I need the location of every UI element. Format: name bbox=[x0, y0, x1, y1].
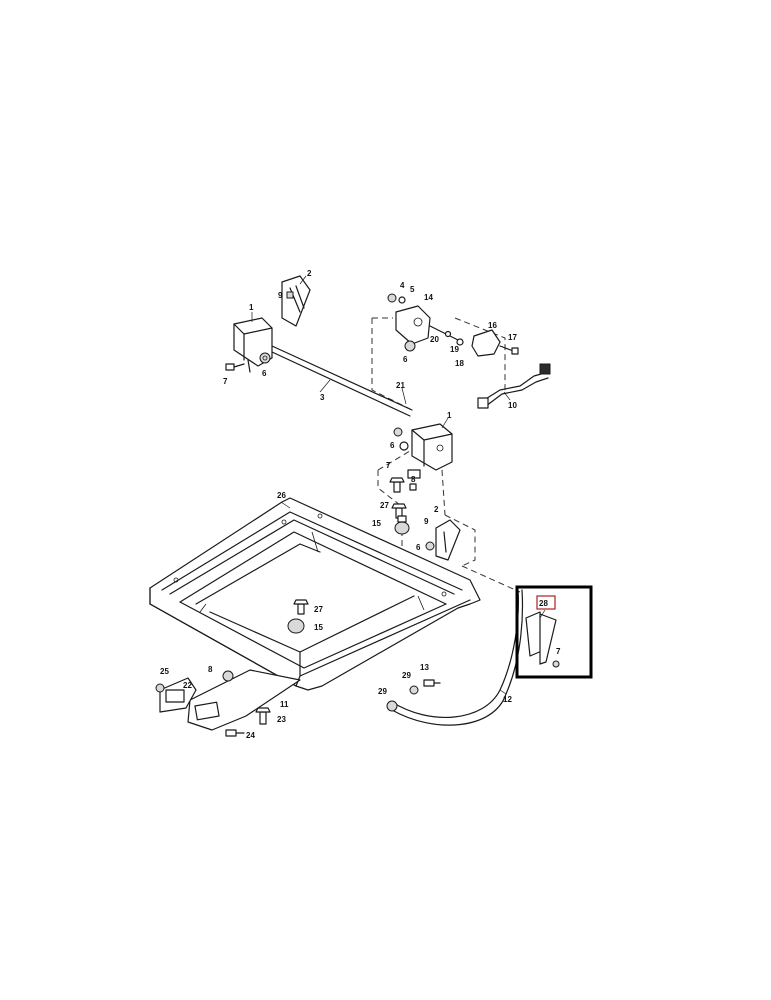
center-fasteners bbox=[389, 477, 417, 535]
callout-1: 1 bbox=[249, 303, 254, 312]
callout-26: 26 bbox=[277, 491, 286, 500]
spring-plate-part-2-left bbox=[281, 275, 311, 327]
callout-14: 14 bbox=[424, 293, 433, 302]
callout-28-highlight-tag bbox=[536, 595, 556, 610]
callout-6: 6 bbox=[262, 369, 267, 378]
callout-12: 12 bbox=[503, 695, 512, 704]
callout-10: 10 bbox=[508, 401, 517, 410]
shaft-part-3 bbox=[271, 345, 413, 417]
callout-2: 2 bbox=[307, 269, 312, 278]
callout-9: 9 bbox=[424, 517, 429, 526]
callout-1: 1 bbox=[447, 411, 452, 420]
callout-28: 28 bbox=[539, 599, 548, 608]
callout-labels: 1 2 9 6 7 3 4 5 14 6 20 19 18 16 17 10 2… bbox=[160, 269, 561, 740]
spring-plate-part-2-right bbox=[425, 519, 461, 561]
callout-27: 27 bbox=[380, 501, 389, 510]
band-fasteners bbox=[409, 679, 441, 695]
callout-2: 2 bbox=[434, 505, 439, 514]
deck-frame-part-26 bbox=[149, 497, 481, 691]
callout-6: 6 bbox=[416, 543, 421, 552]
callout-11: 11 bbox=[280, 700, 289, 709]
callout-15: 15 bbox=[372, 519, 381, 528]
callout-24: 24 bbox=[246, 731, 255, 740]
left-bracket-fasteners bbox=[225, 352, 271, 371]
highlighted-part-frame bbox=[515, 585, 593, 679]
callout-6: 6 bbox=[390, 441, 395, 450]
bracket-part-1-left bbox=[233, 317, 273, 373]
callout-19: 19 bbox=[450, 345, 459, 354]
callout-16: 16 bbox=[488, 321, 497, 330]
callout-13: 13 bbox=[420, 663, 429, 672]
callout-22: 22 bbox=[183, 681, 192, 690]
callout-18: 18 bbox=[455, 359, 464, 368]
deck-fasteners bbox=[287, 599, 309, 634]
mounting-plate-part-11 bbox=[187, 669, 301, 731]
callout-29: 29 bbox=[378, 687, 387, 696]
callout-29: 29 bbox=[402, 671, 411, 680]
callout-23: 23 bbox=[277, 715, 286, 724]
callout-6: 6 bbox=[403, 355, 408, 364]
callout-9: 9 bbox=[278, 291, 283, 300]
callout-7: 7 bbox=[556, 647, 561, 656]
callout-7: 7 bbox=[223, 377, 228, 386]
bracket-part-28 bbox=[525, 611, 560, 668]
callout-21: 21 bbox=[396, 381, 405, 390]
callout-27: 27 bbox=[314, 605, 323, 614]
bracket-part-1-right bbox=[393, 423, 453, 479]
callout-8: 8 bbox=[208, 665, 213, 674]
callout-8: 8 bbox=[411, 475, 416, 484]
leader-lines bbox=[251, 275, 546, 695]
actuator-assembly bbox=[387, 293, 551, 409]
callout-15: 15 bbox=[314, 623, 323, 632]
callout-20: 20 bbox=[430, 335, 439, 344]
callout-4: 4 bbox=[400, 281, 405, 290]
bolts-23-24 bbox=[225, 707, 271, 737]
callout-7: 7 bbox=[386, 461, 391, 470]
callout-17: 17 bbox=[508, 333, 517, 342]
callout-5: 5 bbox=[410, 285, 415, 294]
callout-25: 25 bbox=[160, 667, 169, 676]
callout-3: 3 bbox=[320, 393, 325, 402]
plate-part-22 bbox=[155, 677, 197, 713]
